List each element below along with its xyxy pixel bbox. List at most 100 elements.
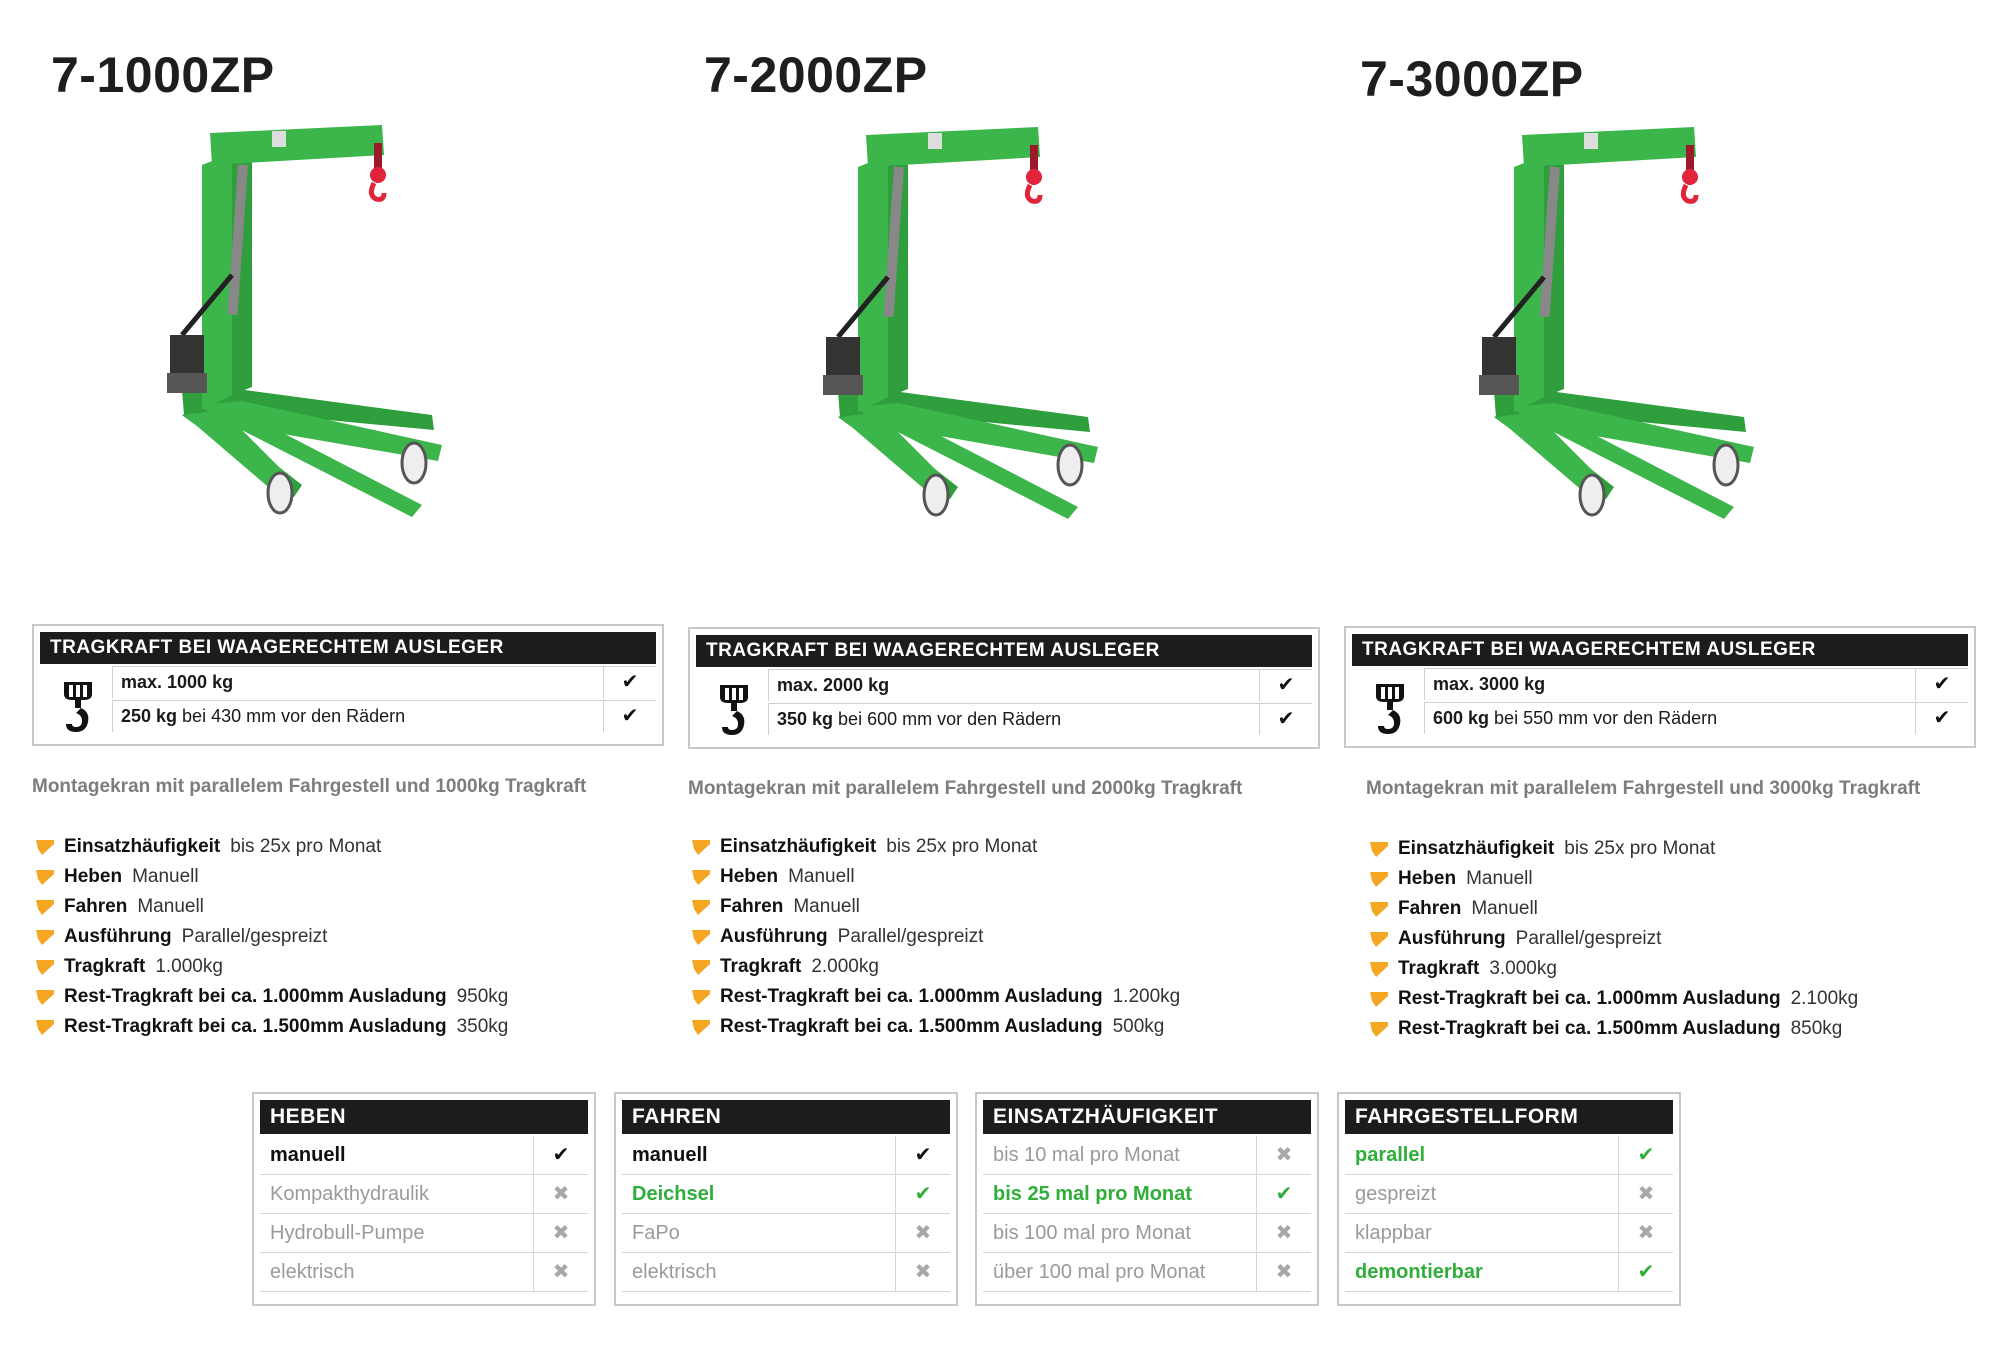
check-icon: ✔ [1618,1136,1673,1174]
check-icon: ✔ [1915,669,1968,700]
check-icon: ✔ [895,1175,950,1213]
feature-value: Manuell [793,896,860,917]
capacity-spec-header: TRAGKRAFT BEI WAAGERECHTEM AUSLEGER [696,635,1312,667]
capacity-spec-row: 350 kg bei 600 mm vor den Rädern ✔ [768,703,1312,735]
filter-option[interactable]: klappbar ✖ [1345,1214,1673,1253]
bullet-icon [1370,992,1388,1007]
bullet-icon [36,870,54,885]
feature-value: Manuell [788,866,855,887]
filter-option[interactable]: elektrisch✖ [622,1253,950,1292]
filter-einsatzhaeufigkeit: EINSATZHÄUFIGKEIT bis 10 mal pro Monat✖b… [975,1092,1319,1306]
capacity-spec-row: max. 1000 kg ✔ [112,666,656,698]
feature-value: 1.200kg [1112,986,1181,1007]
check-icon: ✔ [1256,1175,1311,1213]
filter-option[interactable]: Hydrobull-Pumpe ✖ [260,1214,588,1253]
capacity-spec-row: max. 3000 kg ✔ [1424,668,1968,700]
feature-value: Parallel/gespreizt [181,926,328,947]
bullet-icon [692,930,710,945]
filter-option-label: manuell [270,1144,346,1166]
bullet-icon [36,840,54,855]
bullet-icon [1370,872,1388,887]
feature-label: Rest-Tragkraft bei ca. 1.500mm Ausladung [64,1016,447,1037]
filter-option-label: elektrisch [270,1261,355,1283]
bullet-icon [36,900,54,915]
filter-option-label: Hydrobull-Pumpe [270,1222,425,1244]
cross-icon: ✖ [895,1253,950,1291]
filter-option[interactable]: gespreizt✖ [1345,1175,1673,1214]
feature-value: Manuell [1466,868,1533,889]
filter-option[interactable]: bis 10 mal pro Monat✖ [983,1136,1311,1175]
filter-option-label: bis 10 mal pro Monat [993,1144,1180,1166]
filter-option[interactable]: FaPo✖ [622,1214,950,1253]
capacity-spec-row: 600 kg bei 550 mm vor den Rädern ✔ [1424,702,1968,734]
feature-item: Rest-Tragkraft bei ca. 1.500mm Ausladung… [688,1012,1328,1042]
capacity-spec-header: TRAGKRAFT BEI WAAGERECHTEM AUSLEGER [1352,634,1968,666]
feature-value: 2.100kg [1790,988,1859,1009]
cross-icon: ✖ [895,1214,950,1252]
crane-product-image [823,127,1098,519]
feature-value: Parallel/gespreizt [1515,928,1662,949]
capacity-spec-row: 250 kg bei 430 mm vor den Rädern ✔ [112,700,656,732]
feature-value: bis 25x pro Monat [230,836,382,857]
bullet-icon [36,960,54,975]
feature-value: 850kg [1790,1018,1843,1039]
filter-option[interactable]: manuell✔ [622,1136,950,1175]
feature-value: Manuell [1471,898,1538,919]
bullet-icon [692,900,710,915]
filter-option[interactable]: elektrisch ✖ [260,1253,588,1292]
capacity-spec-box: TRAGKRAFT BEI WAAGERECHTEM AUSLEGER max.… [688,627,1320,749]
filter-option-label: Kompakthydraulik [270,1183,429,1205]
bullet-icon [1370,842,1388,857]
feature-value: Manuell [132,866,199,887]
filter-option[interactable]: bis 25 mal pro Monat✔ [983,1175,1311,1214]
feature-value: 350kg [456,1016,509,1037]
feature-value: 3.000kg [1489,958,1557,979]
feature-label: Tragkraft [1398,958,1480,979]
feature-value: 1.000kg [155,956,223,977]
cross-icon: ✖ [533,1214,588,1252]
filter-option[interactable]: über 100 mal pro Monat✖ [983,1253,1311,1292]
filter-option[interactable]: manuell✔ [260,1136,588,1175]
cross-icon: ✖ [533,1253,588,1291]
feature-item: Rest-Tragkraft bei ca. 1.500mm Ausladung… [32,1012,672,1042]
cross-icon: ✖ [533,1175,588,1213]
feature-label: Einsatzhäufigkeit [1398,838,1555,859]
feature-item: Rest-Tragkraft bei ca. 1.000mm Ausladung… [1366,984,2000,1014]
filter-option[interactable]: bis 100 mal pro Monat✖ [983,1214,1311,1253]
bullet-icon [1370,932,1388,947]
feature-label: Einsatzhäufigkeit [64,836,221,857]
check-icon: ✔ [1259,670,1312,701]
feature-item: Tragkraft 3.000kg [1366,954,2000,984]
bullet-icon [1370,902,1388,917]
filter-option-label: demontierbar [1355,1261,1483,1283]
check-icon: ✔ [603,667,656,698]
product-model-title: 7-1000ZP [51,47,275,103]
filter-option[interactable]: demontierbar✔ [1345,1253,1673,1292]
capacity-spec-box: TRAGKRAFT BEI WAAGERECHTEM AUSLEGER max.… [1344,626,1976,748]
feature-label: Einsatzhäufigkeit [720,836,877,857]
filter-title: EINSATZHÄUFIGKEIT [983,1100,1311,1134]
filter-option-label: klappbar [1355,1222,1432,1244]
check-icon: ✔ [1259,704,1312,735]
cross-icon: ✖ [1618,1214,1673,1252]
filter-fahrgestellform: FAHRGESTELLFORM parallel✔gespreizt✖klapp… [1337,1092,1681,1306]
filter-option[interactable]: Deichsel ✔ [622,1175,950,1214]
product-description: Montagekran mit parallelem Fahrgestell u… [32,776,587,797]
filter-option-label: über 100 mal pro Monat [993,1261,1206,1283]
product-description: Montagekran mit parallelem Fahrgestell u… [688,778,1243,799]
bullet-icon [692,960,710,975]
filter-option[interactable]: parallel✔ [1345,1136,1673,1175]
filter-option-label: bis 100 mal pro Monat [993,1222,1191,1244]
filter-option-label: manuell [632,1144,708,1166]
filter-option-label: Deichsel [632,1183,715,1205]
feature-item: Rest-Tragkraft bei ca. 1.500mm Ausladung… [1366,1014,2000,1044]
bullet-icon [692,840,710,855]
filter-option[interactable]: Kompakthydraulik ✖ [260,1175,588,1214]
